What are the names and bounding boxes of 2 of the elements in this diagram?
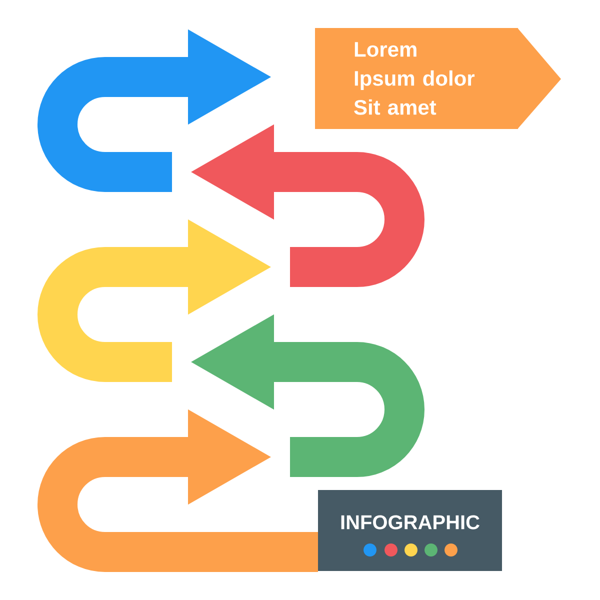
tag-banner: Lorem Ipsum dolor Sit amet — [315, 28, 561, 129]
title-panel: INFOGRAPHIC — [318, 490, 502, 571]
